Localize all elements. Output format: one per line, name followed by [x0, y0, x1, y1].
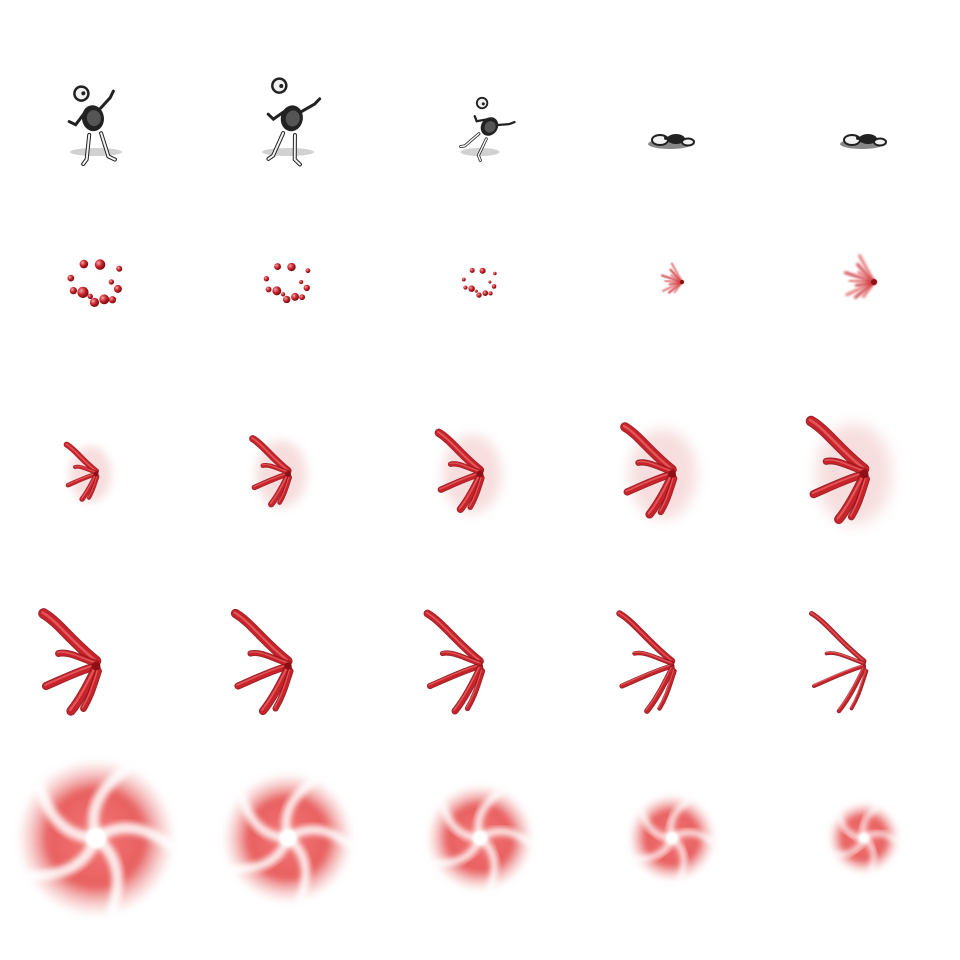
sprite-bone-pile-art — [648, 134, 695, 149]
sprite-blood-splash-fade-3 — [384, 576, 576, 768]
sprite-skeleton-death-3 — [384, 0, 576, 192]
sprite-blood-splash-grow-1 — [0, 384, 192, 576]
sprite-skeleton-death-2 — [192, 0, 384, 192]
sprite-blood-droplets-2 — [192, 192, 384, 384]
sprite-blood-splash-grow-3 — [384, 384, 576, 576]
sprite-blood-swirl-4 — [576, 768, 768, 960]
sprite-collapsing-art — [459, 96, 516, 162]
sprite-blood-swirl-2 — [192, 768, 384, 960]
sprite-blood-swirl-5 — [768, 768, 960, 960]
sprite-blood-droplets-5 — [768, 192, 960, 384]
sprite-blood-swirl-1 — [0, 758, 192, 960]
sprite-ring-medium-art — [263, 262, 311, 304]
sprite-swirl-3-art — [426, 784, 536, 893]
sprite-splash-1-art — [63, 441, 112, 502]
sprite-breaking-art — [262, 77, 322, 167]
sprite-blood-splash-fade-5 — [768, 576, 960, 768]
sprite-fade-5-art — [808, 610, 869, 714]
sprite-swirl-4-art — [628, 794, 717, 883]
sprite-standing-art — [67, 85, 122, 167]
sprite-swirl-2-art — [222, 772, 356, 905]
sprite-swirl-5-art — [828, 802, 901, 875]
sprite-blood-swirl-3 — [384, 768, 576, 960]
sprite-blood-splash-fade-2 — [192, 576, 384, 768]
sprite-bone-pile-art — [840, 134, 887, 149]
sprite-fade-4-art — [616, 610, 677, 714]
sprite-blood-droplets-4 — [576, 192, 768, 384]
sprite-splash-2-art — [249, 435, 307, 508]
sprite-blood-droplets-1 — [0, 192, 192, 384]
sprite-ring-large-art — [67, 259, 123, 308]
sprite-splash-5-art — [805, 415, 892, 525]
sprite-blood-splash-grow-4 — [576, 384, 768, 576]
sprite-blood-splash-grow-5 — [768, 384, 960, 576]
sprite-fade-1-art — [38, 608, 102, 716]
sprite-burst-medium-art — [843, 254, 877, 299]
sprite-blood-splash-fade-1 — [0, 576, 192, 768]
sprite-skeleton-death-4 — [576, 0, 768, 192]
sprite-splash-4-art — [620, 422, 697, 519]
sprite-skeleton-death-5 — [768, 0, 960, 192]
sprite-blood-splash-grow-2 — [192, 384, 384, 576]
sprite-fade-3-art — [423, 609, 486, 715]
sprite-blood-splash-fade-4 — [576, 576, 768, 768]
sprite-skeleton-death-1 — [0, 0, 192, 192]
sprite-splash-3-art — [434, 428, 502, 514]
sprite-ring-small-art — [461, 267, 497, 298]
sprite-swirl-1-art — [16, 758, 178, 919]
sprite-burst-small-art — [660, 262, 685, 294]
sprite-blood-droplets-3 — [384, 192, 576, 384]
sprite-fade-2-art — [230, 608, 294, 716]
